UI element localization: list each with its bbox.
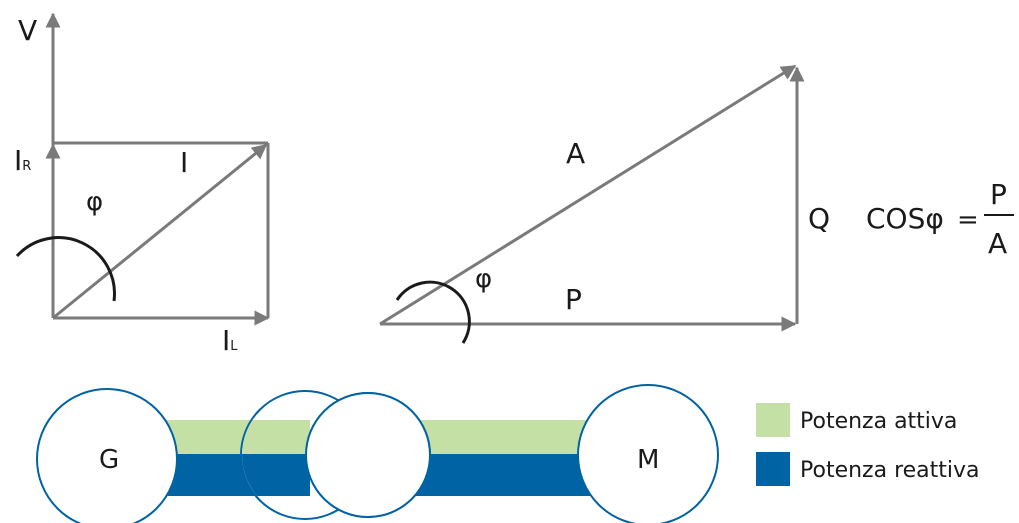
reactive-band-through-circle	[242, 454, 310, 496]
apparent-power-vector	[379, 64, 797, 326]
active-current-label: IL	[222, 324, 238, 357]
active-current-label-base: I	[222, 324, 230, 357]
power-factor-formula: COSφ = P A	[866, 178, 1014, 260]
reactive-current-label-base: I	[14, 144, 22, 177]
reactive-current-label-sub: R	[22, 159, 31, 174]
legend-swatch-reactive	[756, 452, 790, 486]
current-label: I	[180, 146, 188, 179]
formula-equals: =	[957, 205, 979, 235]
generator-circle	[36, 388, 178, 523]
active-power-label: P	[565, 283, 582, 316]
reactive-power-label: Q	[808, 202, 830, 235]
active-current-label-sub: L	[230, 339, 238, 354]
phasor-angle-arc	[15, 236, 116, 302]
formula-denominator: A	[988, 227, 1007, 260]
total-current-vector	[52, 143, 268, 320]
legend: Potenza attiva Potenza reattiva	[756, 403, 980, 486]
legend-swatch-active	[756, 403, 790, 437]
power-triangle: A P Q φ	[379, 64, 830, 344]
middle-circle-right-front	[305, 392, 431, 518]
phasor-angle-label: φ	[86, 187, 103, 217]
legend-label-active: Potenza attiva	[800, 409, 957, 434]
phasor-diagram: V I φ IR IL	[14, 12, 270, 357]
formula-numerator: P	[990, 178, 1007, 211]
triangle-angle-arc	[395, 280, 471, 344]
motor-label: M	[637, 445, 659, 475]
active-band-through-circle	[242, 420, 310, 454]
generator-label: G	[99, 445, 119, 475]
legend-label-reactive: Potenza reattiva	[800, 458, 980, 483]
apparent-power-label: A	[566, 137, 585, 170]
power-flow: G M	[36, 384, 719, 523]
motor-circle	[577, 384, 719, 523]
triangle-angle-label: φ	[475, 264, 492, 294]
voltage-label: V	[18, 14, 37, 47]
formula-lhs: COSφ	[866, 202, 944, 235]
reactive-current-label: IR	[14, 144, 31, 177]
